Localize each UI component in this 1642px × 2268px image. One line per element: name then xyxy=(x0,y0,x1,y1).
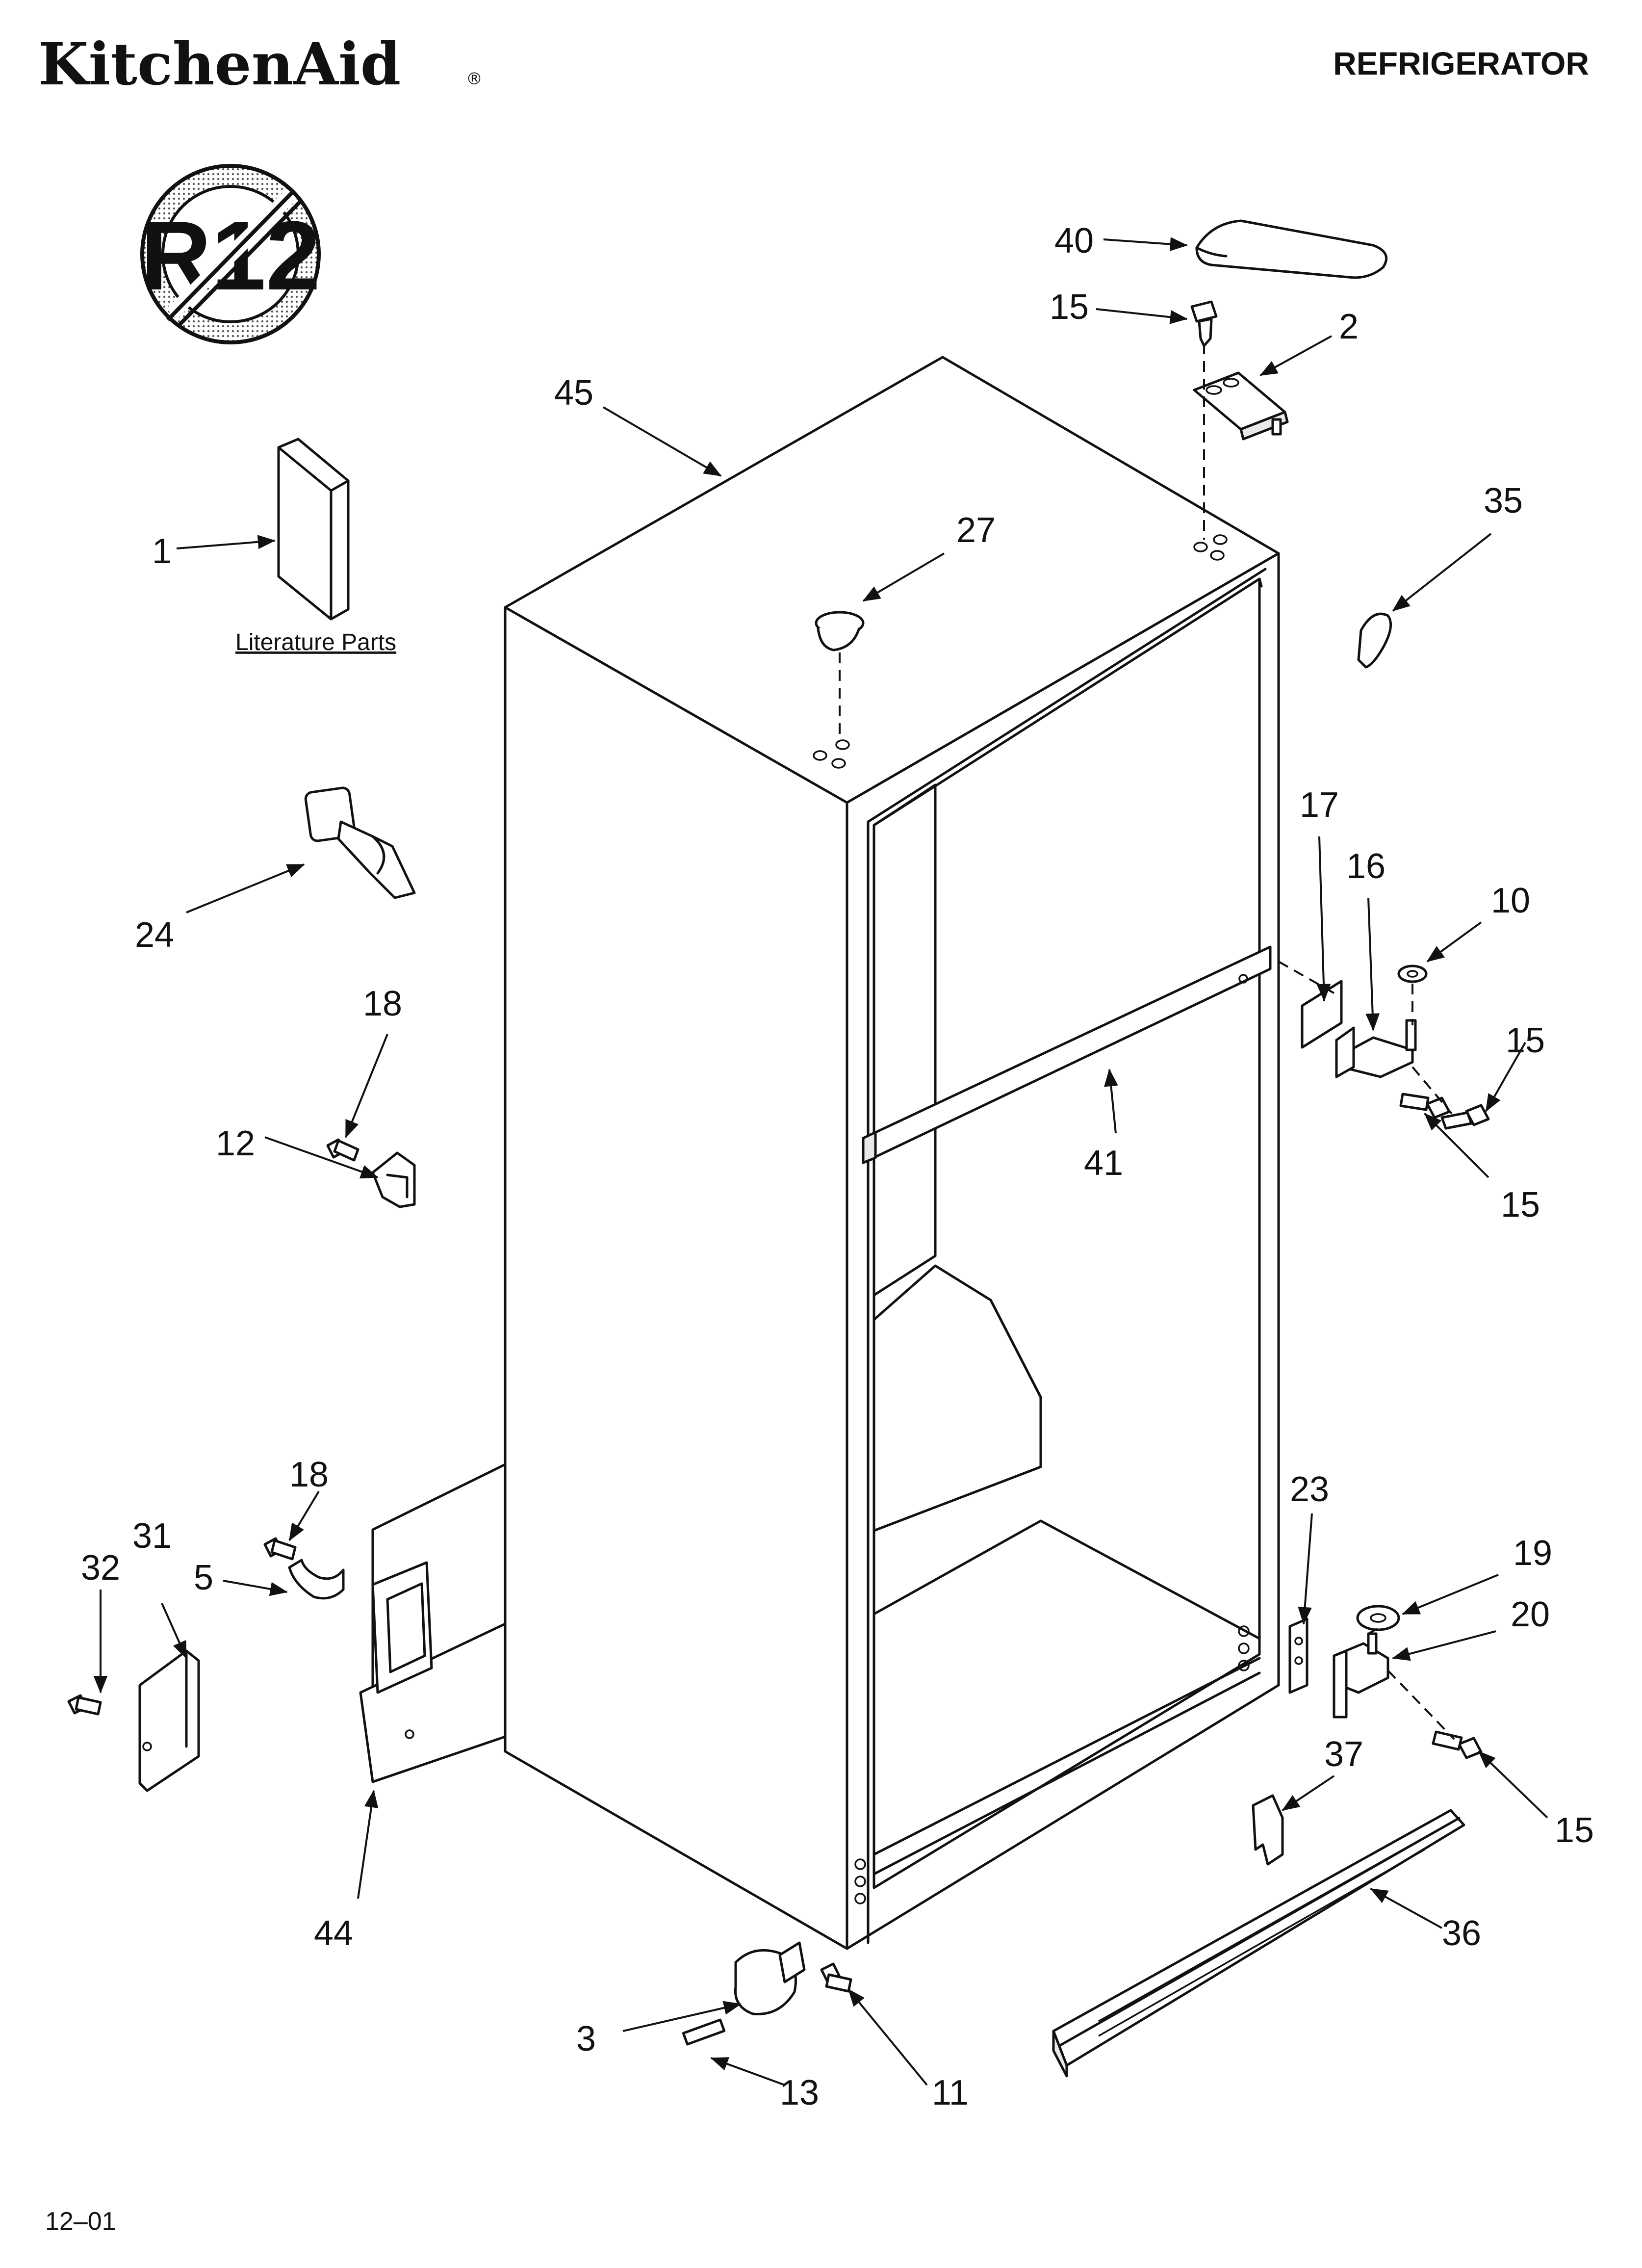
callout-labels: 40 15 2 45 27 35 1 Literature Parts 17 1… xyxy=(81,221,1594,2112)
callout-27: 27 xyxy=(956,511,996,550)
callout-15-mid-a: 15 xyxy=(1506,1021,1545,1060)
brand-logo: KitchenAid xyxy=(38,30,401,98)
door-stop xyxy=(304,786,416,899)
callout-23: 23 xyxy=(1290,1470,1329,1509)
callout-15-mid-b: 15 xyxy=(1501,1185,1540,1225)
bottom-hinge xyxy=(1333,1632,1389,1719)
callout-15-bottom: 15 xyxy=(1555,1811,1594,1850)
wire-clip-upper xyxy=(371,1151,416,1208)
roller-pin xyxy=(682,2018,726,2046)
toe-plate xyxy=(359,1463,507,1783)
callout-20: 20 xyxy=(1511,1595,1550,1634)
callout-36: 36 xyxy=(1442,1914,1481,1953)
cabinet-shell xyxy=(504,356,1280,1950)
literature-parts xyxy=(277,438,350,621)
hinge-screw-bottom xyxy=(1432,1730,1483,1759)
divider-rail xyxy=(862,945,1272,1164)
grille-clip xyxy=(1252,1794,1284,1866)
handle-end-cap xyxy=(1357,612,1392,669)
top-hinge xyxy=(1193,371,1289,441)
hinge-screw-mid-a xyxy=(1440,1104,1490,1130)
hinge-washer xyxy=(1397,965,1428,983)
callout-3: 3 xyxy=(576,2019,596,2059)
callout-18-lower: 18 xyxy=(289,1455,329,1494)
page-title: REFRIGERATOR xyxy=(1333,45,1589,81)
callout-1: 1 xyxy=(152,532,172,571)
revision-code: 12–01 xyxy=(45,2207,116,2236)
leader-lines xyxy=(93,237,1548,2086)
clip-screw-lower xyxy=(263,1537,297,1561)
toe-grille xyxy=(1052,1809,1465,2078)
callout-18-upper: 18 xyxy=(363,984,402,1023)
callout-13: 13 xyxy=(780,2073,819,2112)
callout-5: 5 xyxy=(194,1558,213,1597)
callout-16: 16 xyxy=(1346,847,1385,886)
literature-parts-label: Literature Parts xyxy=(235,629,396,655)
callout-32: 32 xyxy=(81,1548,120,1588)
side-cover-plate xyxy=(138,1649,200,1792)
clip-screw-upper xyxy=(326,1138,359,1162)
cover-plate-screw xyxy=(67,1694,102,1716)
callout-2: 2 xyxy=(1339,307,1359,346)
registered-mark: ® xyxy=(466,69,483,89)
callout-37: 37 xyxy=(1324,1735,1363,1774)
roller-screw xyxy=(820,1962,852,1993)
callout-17: 17 xyxy=(1300,785,1339,825)
wire-clip-lower xyxy=(288,1559,345,1600)
callout-40: 40 xyxy=(1054,221,1094,261)
bottom-washer xyxy=(1356,1605,1400,1631)
no-r12-badge: R12 xyxy=(140,164,321,344)
callout-41: 41 xyxy=(1084,1144,1123,1183)
hinge-spacer-plate xyxy=(1301,980,1343,1049)
leveling-roller xyxy=(734,1941,806,2015)
bottom-hinge-shim xyxy=(1288,1617,1308,1694)
header: KitchenAid ® REFRIGERATOR xyxy=(38,30,1589,98)
callout-19: 19 xyxy=(1513,1534,1552,1573)
callout-35: 35 xyxy=(1484,481,1523,521)
hinge-screw-top xyxy=(1190,300,1218,347)
callout-12: 12 xyxy=(216,1124,255,1163)
callout-44: 44 xyxy=(314,1914,353,1953)
callout-10: 10 xyxy=(1491,881,1530,920)
callout-11: 11 xyxy=(932,2073,969,2112)
top-plug xyxy=(815,611,865,652)
hinge-cover xyxy=(1195,219,1388,279)
callout-45: 45 xyxy=(554,373,593,413)
center-hinge xyxy=(1335,1019,1417,1078)
callout-15-top: 15 xyxy=(1050,287,1089,327)
callout-31: 31 xyxy=(132,1516,172,1556)
callout-24: 24 xyxy=(135,915,174,955)
